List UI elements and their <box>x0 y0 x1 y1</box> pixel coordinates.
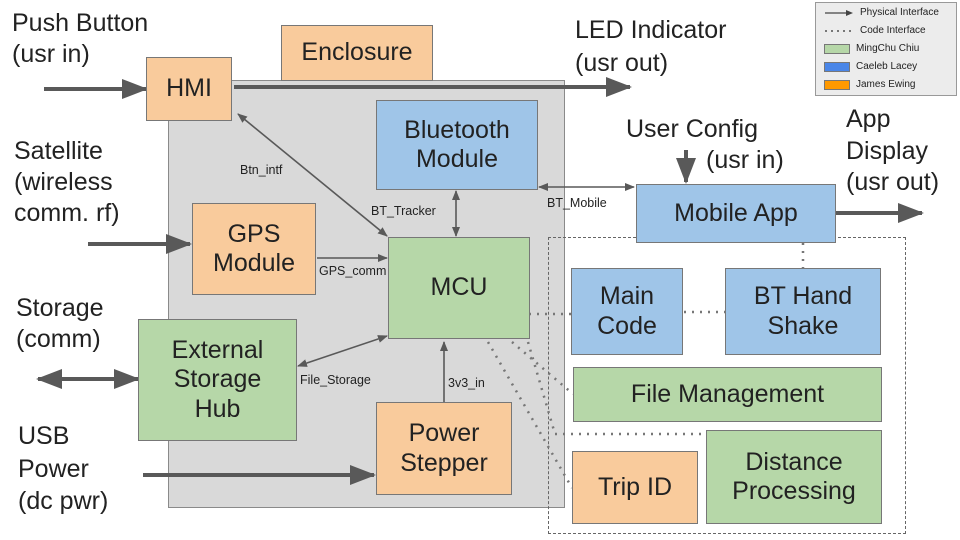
user-config-sub-label: (usr in) <box>706 146 784 174</box>
bt-mobile-label: BT_Mobile <box>547 196 607 210</box>
main-code-block: Main Code <box>571 268 683 355</box>
usb-power-label: USB Power (dc pwr) <box>18 422 109 515</box>
physical-interface-icon <box>825 9 853 16</box>
legend-person3-label: James Ewing <box>856 79 916 90</box>
file-management-block: File Management <box>573 367 882 422</box>
bt-tracker-label: BT_Tracker <box>371 204 436 218</box>
btn-intf-line <box>237 113 388 237</box>
push-button-label: Push Button (usr in) <box>12 9 149 69</box>
power-stepper-block: Power Stepper <box>376 402 512 495</box>
led-indicator-label: LED Indicator (usr out) <box>575 16 727 77</box>
legend-person3: James Ewing <box>824 79 915 90</box>
enclosure-block: Enclosure <box>281 25 433 81</box>
gps-module-block: GPS Module <box>192 203 316 295</box>
app-display-label: App Display (usr out) <box>846 105 940 196</box>
blue-swatch <box>824 61 850 72</box>
satellite-label: Satellite (wireless comm. rf) <box>14 137 120 227</box>
file-storage-label: File_Storage <box>300 373 371 387</box>
green-swatch <box>824 43 850 54</box>
mcu-block: MCU <box>388 237 530 339</box>
user-config-label: User Config <box>626 115 758 143</box>
btn-intf-label: Btn_intf <box>240 163 283 177</box>
distance-processing-block: Distance Processing <box>706 430 882 524</box>
mobile-app-block: Mobile App <box>636 184 836 243</box>
storage-label: Storage (comm) <box>16 294 104 354</box>
legend-physical: Physical Interface <box>824 7 939 18</box>
v3-in-label: 3v3_in <box>448 376 485 390</box>
legend-code-label: Code Interface <box>860 25 926 36</box>
legend-code: Code Interface <box>824 25 926 36</box>
trip-id-block: Trip ID <box>572 451 698 524</box>
hmi-block: HMI <box>146 57 232 121</box>
legend-person1: MingChu Chiu <box>824 43 919 54</box>
bt-handshake-block: BT Hand Shake <box>725 268 881 355</box>
legend-person1-label: MingChu Chiu <box>856 43 920 54</box>
legend-physical-label: Physical Interface <box>860 7 939 18</box>
legend-person2: Caeleb Lacey <box>824 61 917 72</box>
bluetooth-module-block: Bluetooth Module <box>376 100 538 190</box>
orange-swatch <box>824 79 850 90</box>
external-storage-hub-block: External Storage Hub <box>138 319 297 441</box>
code-interface-icon <box>825 29 853 32</box>
mcu-filemgmt-dotted <box>511 341 574 395</box>
gps-comm-label: GPS_comm <box>319 264 387 278</box>
legend: Physical Interface Code Interface MingCh… <box>815 2 957 96</box>
file-storage-line <box>297 335 388 367</box>
legend-person2-label: Caeleb Lacey <box>856 61 918 72</box>
